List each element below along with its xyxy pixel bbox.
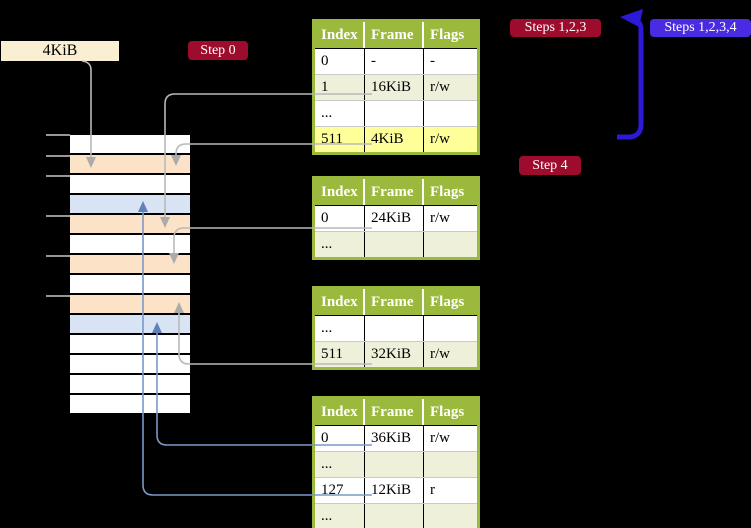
- address-tick: [46, 175, 70, 177]
- memory-frame-row-6: [70, 255, 190, 275]
- cell-frame: 32KiB: [365, 342, 424, 367]
- cell-flags: r/w: [424, 426, 477, 451]
- column-header-frame: Frame: [365, 289, 424, 315]
- cell-flags: r/w: [424, 206, 477, 231]
- cell-frame: [365, 232, 424, 257]
- badge-step-0: Step 0: [188, 41, 248, 60]
- table-row-dotsdotsdots: ...: [315, 503, 477, 528]
- cell-index: ...: [315, 101, 365, 126]
- cell-index: ...: [315, 232, 365, 257]
- column-header-flags: Flags: [430, 183, 465, 200]
- table-row-dotsdotsdots: ...: [315, 100, 477, 126]
- cell-frame: -: [365, 49, 424, 74]
- column-header-index: Index: [315, 399, 365, 425]
- address-tick: [46, 255, 70, 257]
- cell-flags: [424, 101, 477, 126]
- address-tick: [46, 155, 70, 157]
- column-header-frame: Frame: [365, 22, 424, 48]
- cell-frame: 12KiB: [365, 478, 424, 503]
- memory-frame-row-11: [70, 355, 190, 375]
- badge-steps-1-2-3-4: Steps 1,2,3,4: [650, 19, 751, 37]
- address-tick: [46, 134, 70, 136]
- cell-frame: [365, 504, 424, 528]
- memory-frame-row-3: [70, 195, 190, 215]
- address-tick: [46, 215, 70, 217]
- cell-flags: r/w: [424, 75, 477, 100]
- column-header-index: Index: [315, 179, 365, 205]
- memory-frame-row-12: [70, 375, 190, 395]
- table-row-0: 0--: [315, 48, 477, 74]
- memory-frame-row-5: [70, 235, 190, 255]
- cell-index: ...: [315, 316, 365, 341]
- memory-frame-row-4: [70, 215, 190, 235]
- cell-index: 0: [315, 49, 365, 74]
- cell-index: 511: [315, 342, 365, 367]
- cell-flags: r/w: [424, 342, 477, 367]
- column-header-flags: Flags: [430, 26, 465, 43]
- cell-index: 127: [315, 478, 365, 503]
- column-header-frame: Frame: [365, 179, 424, 205]
- cell-index: 1: [315, 75, 365, 100]
- memory-frame-row-1: [70, 155, 190, 175]
- steps-shortcut-arrow: [617, 17, 644, 140]
- cell-frame: 4KiB: [365, 127, 424, 152]
- cell-flags: r/w: [424, 127, 477, 152]
- steps-shortcut-arrow-head: [620, 9, 643, 27]
- table-row-dotsdotsdots: ...: [315, 231, 477, 257]
- memory-frame-row-13: [70, 395, 190, 413]
- cell-flags: [424, 316, 477, 341]
- cell-frame: [365, 316, 424, 341]
- address-tick: [46, 295, 70, 297]
- cell-frame: 24KiB: [365, 206, 424, 231]
- column-header-flags: Flags: [430, 403, 465, 420]
- table-row-dotsdotsdots: ...: [315, 451, 477, 477]
- cell-flags: [424, 232, 477, 257]
- badge-steps-1-2-3: Steps 1,2,3: [510, 19, 601, 37]
- memory-frame-row-7: [70, 275, 190, 295]
- cell-index: 511: [315, 127, 365, 152]
- memory-frame-row-0: [70, 135, 190, 155]
- cell-frame: 16KiB: [365, 75, 424, 100]
- memory-frame-row-8: [70, 295, 190, 315]
- physical-memory-column: [68, 133, 192, 415]
- column-header-frame: Frame: [365, 399, 424, 425]
- cell-frame: [365, 452, 424, 477]
- column-header-flags: Flags: [430, 293, 465, 310]
- badge-step-4: Step 4: [519, 156, 581, 175]
- cell-flags: [424, 504, 477, 528]
- page-size-label: 4KiB: [1, 41, 119, 61]
- cell-flags: -: [424, 49, 477, 74]
- column-header-index: Index: [315, 289, 365, 315]
- cell-index: 0: [315, 206, 365, 231]
- memory-frame-row-10: [70, 335, 190, 355]
- memory-frame-row-9: [70, 315, 190, 335]
- cell-frame: 36KiB: [365, 426, 424, 451]
- table-row-dotsdotsdots: ...: [315, 315, 477, 341]
- cell-index: ...: [315, 452, 365, 477]
- cell-index: 0: [315, 426, 365, 451]
- cell-frame: [365, 101, 424, 126]
- cell-flags: [424, 452, 477, 477]
- cell-flags: r: [424, 478, 477, 503]
- cell-index: ...: [315, 504, 365, 528]
- memory-frame-row-2: [70, 175, 190, 195]
- column-header-index: Index: [315, 22, 365, 48]
